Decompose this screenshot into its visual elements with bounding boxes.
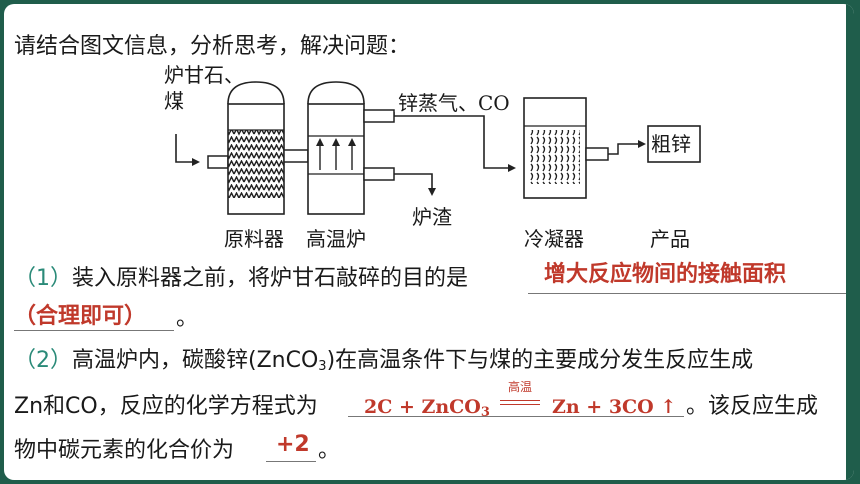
q1-answer-2: （合理即可） <box>14 304 147 329</box>
q2-line-1: （2）高温炉内，碳酸锌(ZnCO3)在高温条件下与煤的主要成分发生反应生成 <box>14 348 753 380</box>
q2-text-b: )在高温条件下与煤的主要成分发生反应生成 <box>326 348 754 373</box>
q1-end: 。 <box>176 306 199 331</box>
q1-answer-1: 增大反应物间的接触面积 <box>544 262 787 287</box>
name-condenser: 冷凝器 <box>524 227 584 251</box>
q2-valence: +2 <box>276 432 310 457</box>
gas-label: 锌蒸气、CO <box>398 91 510 115</box>
eq-condition: 高温 <box>507 380 532 394</box>
q1-line: （1）装入原料器之前，将炉甘石敲碎的目的是 <box>14 266 468 292</box>
slag-label: 炉渣 <box>412 205 452 229</box>
name-raw-material: 原料器 <box>224 227 284 251</box>
q2-number: （2） <box>14 348 72 373</box>
q2-equation-right: Zn + 3CO ↑ <box>552 396 677 418</box>
raw-material-vessel <box>227 81 285 215</box>
slide-frame: 请结合图文信息，分析思考，解决问题： <box>4 4 854 480</box>
eq-left-text: 2C + ZnCO <box>364 396 481 418</box>
eq-condition-block: 高温 <box>500 380 540 405</box>
eq-left-sub: 3 <box>480 405 490 420</box>
q2-equation-left: 2C + ZnCO3 <box>364 394 490 426</box>
name-furnace: 高温炉 <box>306 227 366 251</box>
input-label-1: 炉甘石、 <box>164 63 244 87</box>
q2-sub3: 3 <box>318 359 327 374</box>
q2-text-a: 高温炉内，碳酸锌(ZnCO <box>72 348 319 373</box>
process-diagram: 炉甘石、 煤 锌蒸气、CO 炉渣 粗锌 原料器 高温炉 冷凝器 产品 <box>164 64 724 254</box>
product-box <box>647 125 701 163</box>
q1-blank-line-2 <box>14 330 174 331</box>
q1-blank-line-1 <box>528 293 846 294</box>
q2-text-c: Zn和CO，反应的化学方程式为 <box>14 394 318 419</box>
q2-text-e: 物中碳元素的化合价为 <box>14 438 235 463</box>
q1-text: 装入原料器之前，将炉甘石敲碎的目的是 <box>72 266 469 291</box>
q2-blank-line-1 <box>348 416 684 417</box>
intro-text: 请结合图文信息，分析思考，解决问题： <box>14 34 411 59</box>
furnace-vessel <box>307 81 365 215</box>
input-arrow <box>175 134 192 163</box>
side-band <box>846 4 854 480</box>
process-diagram-svg <box>175 81 701 215</box>
q2-end: 。 <box>318 438 341 463</box>
name-product: 产品 <box>650 227 690 251</box>
input-label-2: 煤 <box>164 89 184 113</box>
q2-blank-line-2 <box>266 461 316 462</box>
q2-text-d: 。该反应生成 <box>686 394 819 419</box>
condenser <box>523 97 587 199</box>
product-box-label: 粗锌 <box>651 132 691 156</box>
q1-number: （1） <box>14 266 72 291</box>
